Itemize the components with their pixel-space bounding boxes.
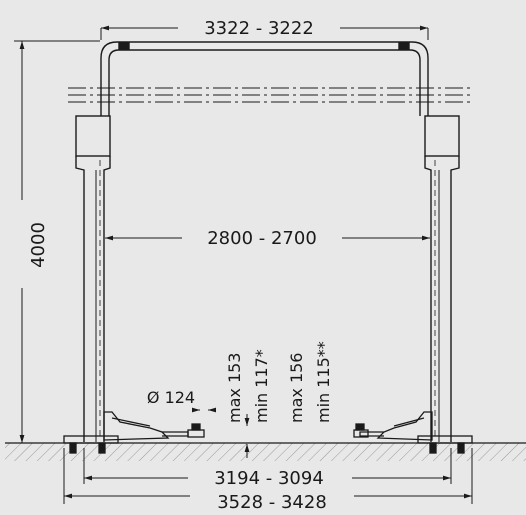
label-base-outer: 3528 - 3428 <box>217 492 327 513</box>
right-column <box>424 115 460 442</box>
label-right-pad-min: min 115** <box>314 341 333 423</box>
label-right-pad-max: max 156 <box>287 353 306 423</box>
label-top-width: 3322 - 3222 <box>204 18 314 39</box>
dim-base-outer <box>63 448 473 504</box>
label-height: 4000 <box>28 222 49 268</box>
left-column <box>75 115 111 442</box>
top-crossbar <box>100 41 429 116</box>
dim-height <box>14 40 100 443</box>
left-base-arm <box>63 411 205 454</box>
label-inner-width: 2800 - 2700 <box>207 228 317 249</box>
ground-hatch <box>5 442 526 461</box>
right-base-arm <box>353 411 473 454</box>
center-lines <box>68 87 470 103</box>
label-base-inner: 3194 - 3094 <box>214 468 324 489</box>
label-left-pad-max: max 153 <box>225 353 244 423</box>
dim-top-width <box>100 25 429 40</box>
dim-base-inner <box>83 448 452 484</box>
label-pad-diameter: Ø 124 <box>147 388 195 407</box>
label-left-pad-min: min 117* <box>252 349 271 423</box>
